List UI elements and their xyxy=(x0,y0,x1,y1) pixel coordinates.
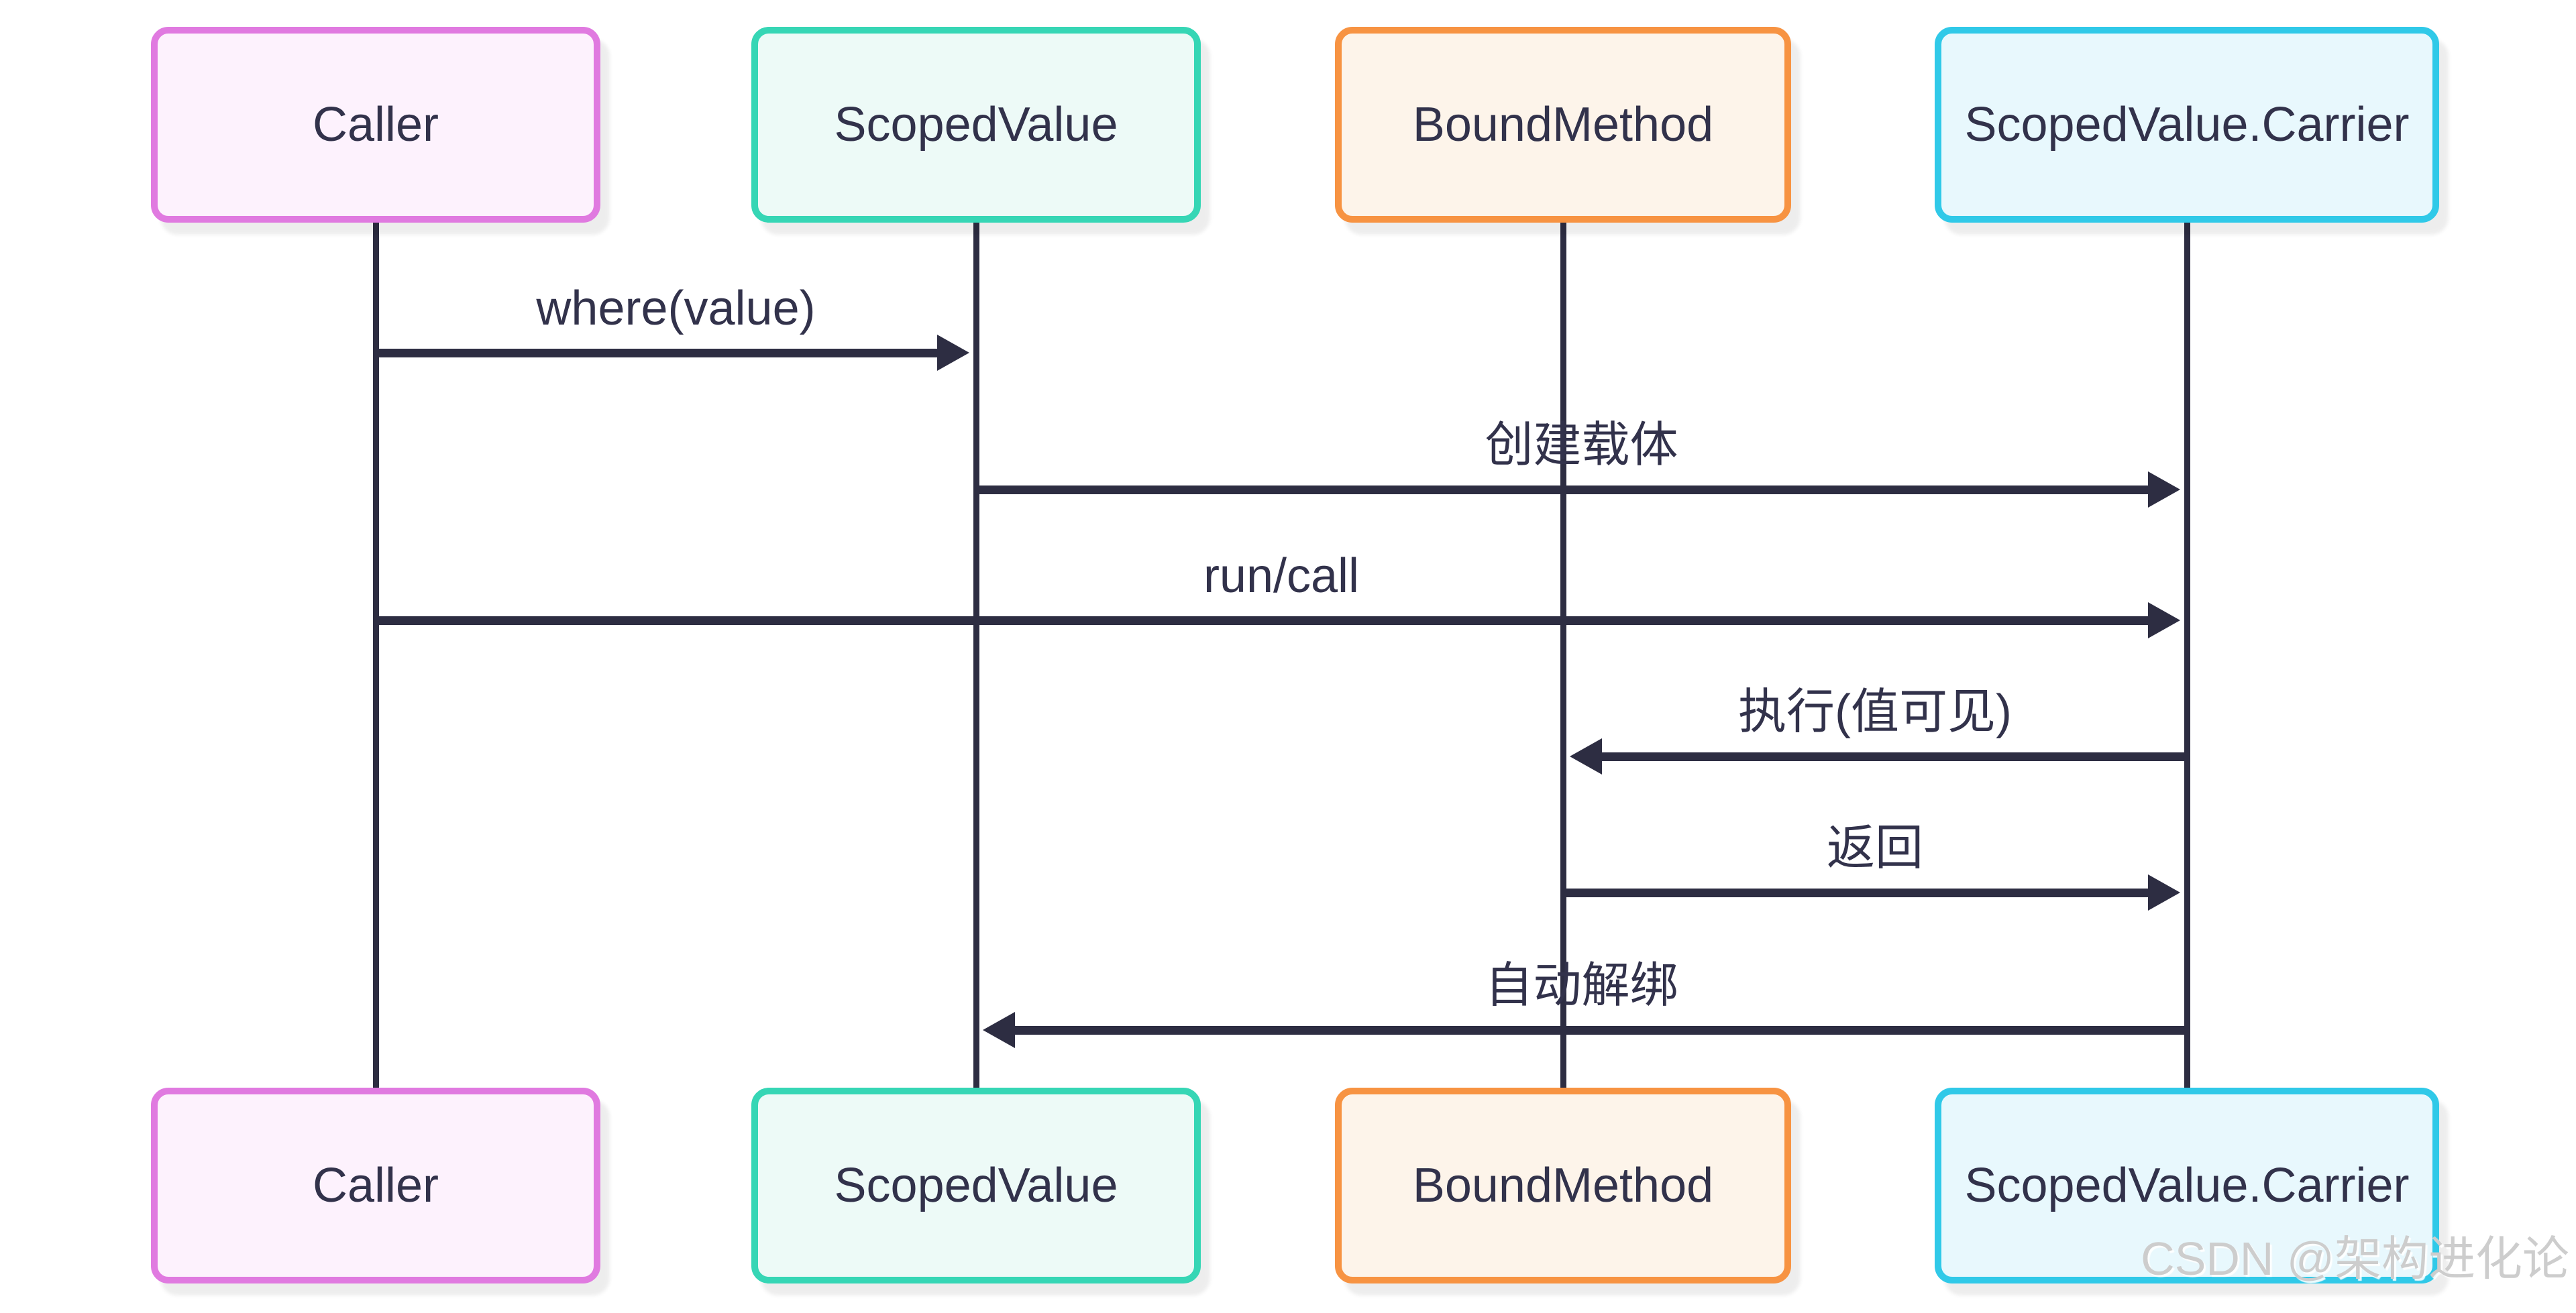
participant-box-caller-bottom: Caller xyxy=(151,1088,600,1283)
lifeline-caller xyxy=(372,221,379,1090)
message-label-2: run/call xyxy=(1203,549,1360,603)
message-label-5: 自动解绑 xyxy=(1485,959,1678,1013)
message-arrowhead-5 xyxy=(983,1012,1015,1048)
participant-box-carrier-top: ScopedValue.Carrier xyxy=(1935,27,2439,223)
message-arrowhead-0 xyxy=(937,335,969,371)
lifeline-carrier xyxy=(2184,221,2190,1090)
participant-label: ScopedValue.Carrier xyxy=(1964,1159,2410,1212)
message-arrowhead-1 xyxy=(2148,471,2180,508)
participant-label: ScopedValue xyxy=(834,98,1118,152)
participant-box-boundmethod-bottom: BoundMethod xyxy=(1335,1088,1791,1283)
participant-box-scopedvalue-bottom: ScopedValue xyxy=(751,1088,1201,1283)
participant-box-caller-top: Caller xyxy=(151,27,600,223)
message-arrow-line-2 xyxy=(376,616,2152,625)
message-label-3: 执行(值可见) xyxy=(1738,685,2012,739)
participant-box-boundmethod-top: BoundMethod xyxy=(1335,27,1791,223)
csdn-watermark: CSDN @架构进化论 xyxy=(2141,1233,2569,1285)
participant-label: ScopedValue xyxy=(834,1159,1118,1212)
message-arrowhead-2 xyxy=(2148,602,2180,638)
message-arrowhead-3 xyxy=(1570,738,1602,775)
lifeline-scopedvalue xyxy=(973,221,979,1090)
message-arrow-line-3 xyxy=(1598,752,2187,761)
message-label-1: 创建载体 xyxy=(1485,418,1678,472)
participant-label: Caller xyxy=(312,98,439,152)
message-arrowhead-4 xyxy=(2148,874,2180,911)
participant-box-carrier-bottom: ScopedValue.Carrier xyxy=(1935,1088,2439,1283)
participant-label: BoundMethod xyxy=(1412,98,1714,152)
message-arrow-line-0 xyxy=(376,348,941,357)
participant-label: ScopedValue.Carrier xyxy=(1964,98,2410,152)
message-arrow-line-1 xyxy=(976,485,2152,494)
message-label-4: 返回 xyxy=(1826,821,1924,875)
participant-label: BoundMethod xyxy=(1412,1159,1714,1212)
message-arrow-line-4 xyxy=(1563,888,2152,897)
message-label-0: where(value) xyxy=(536,282,816,335)
participant-label: Caller xyxy=(312,1159,439,1212)
message-arrow-line-5 xyxy=(1011,1025,2187,1035)
participant-box-scopedvalue-top: ScopedValue xyxy=(751,27,1201,223)
lifeline-boundmethod xyxy=(1560,221,1566,1090)
